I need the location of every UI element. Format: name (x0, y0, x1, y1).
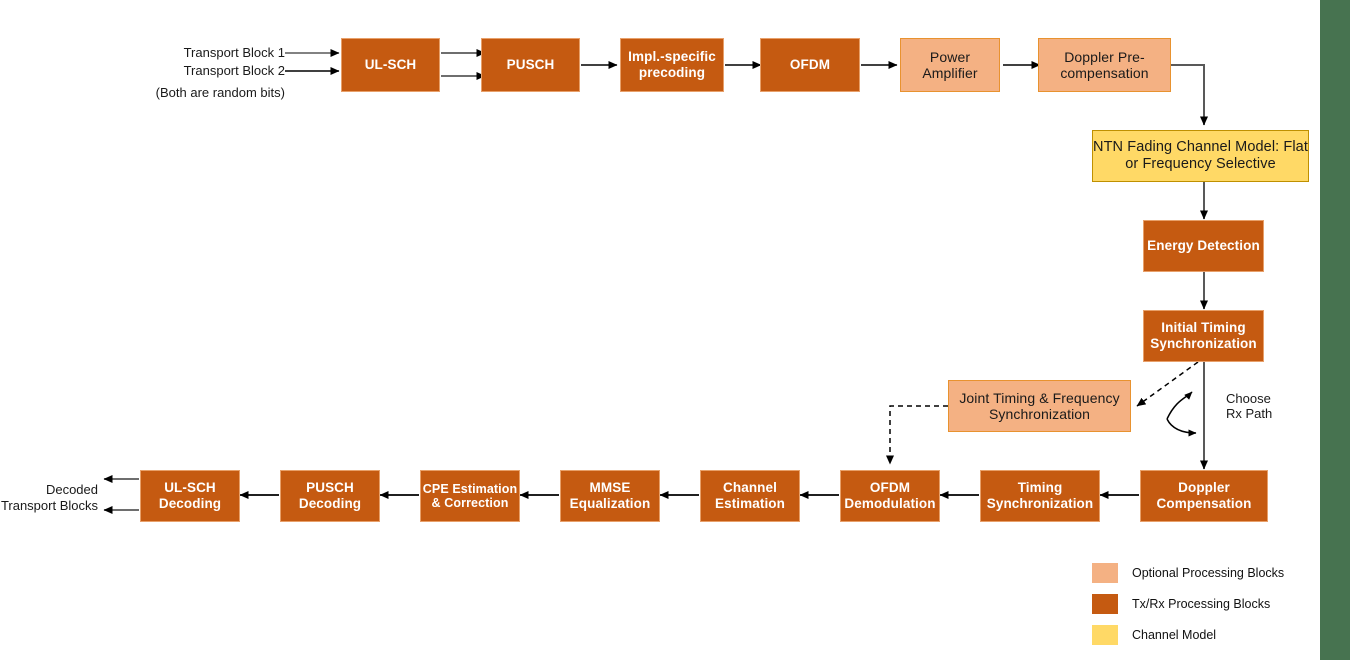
decoded-output-label-line1: Decoded (45, 482, 98, 497)
block-pusch[interactable]: PUSCH (481, 38, 580, 92)
transport-block-1-label: Transport Block 1 (183, 45, 285, 60)
legend-swatch-optional-icon (1092, 563, 1118, 583)
block-impl-specific-precoding[interactable]: Impl.-specific precoding (620, 38, 724, 92)
choose-rx-path-label-line1: Choose (1226, 391, 1271, 406)
choose-rx-path-curved-arrow-2 (1166, 418, 1197, 437)
block-energy-detection[interactable]: Energy Detection (1143, 220, 1264, 272)
legend-swatch-channel-icon (1092, 625, 1118, 645)
block-channel-estimation[interactable]: Channel Estimation (700, 470, 800, 522)
block-cpe-estimation-correction[interactable]: CPE Estimation & Correction (420, 470, 520, 522)
block-doppler-compensation[interactable]: Doppler Compensation (1140, 470, 1268, 522)
wire-joint-sync-to-ofdm-demod-dashed (886, 405, 948, 465)
block-mmse-equalization[interactable]: MMSE Equalization (560, 470, 660, 522)
right-edge-band (1320, 0, 1350, 660)
block-ul-sch-decoding[interactable]: UL-SCH Decoding (140, 470, 240, 522)
legend-label-optional: Optional Processing Blocks (1132, 566, 1285, 580)
wire-initial-timing-to-joint-sync-dashed (1136, 361, 1199, 407)
legend-label-channel: Channel Model (1132, 628, 1217, 642)
block-initial-timing-synchronization[interactable]: Initial Timing Synchronization (1143, 310, 1264, 362)
block-timing-synchronization[interactable]: Timing Synchronization (980, 470, 1100, 522)
legend-item-processing: Tx/Rx Processing Blocks (1092, 591, 1284, 617)
legend-item-optional: Optional Processing Blocks (1092, 560, 1284, 586)
block-power-amplifier[interactable]: Power Amplifier (900, 38, 1000, 92)
block-ofdm[interactable]: OFDM (760, 38, 860, 92)
wire-doppler-precomp-to-ntn (1171, 64, 1208, 126)
transport-block-note-label: (Both are random bits) (155, 85, 285, 100)
block-doppler-pre-compensation[interactable]: Doppler Pre-compensation (1038, 38, 1171, 92)
legend: Optional Processing Blocks Tx/Rx Process… (1092, 560, 1284, 653)
choose-rx-path-curved-arrow (1166, 391, 1193, 420)
choose-rx-path-label-line2: Rx Path (1226, 406, 1273, 421)
decoded-output-label-line2: Transport Blocks (0, 498, 98, 513)
block-ul-sch[interactable]: UL-SCH (341, 38, 440, 92)
legend-swatch-processing-icon (1092, 594, 1118, 614)
block-ntn-fading-channel-model[interactable]: NTN Fading Channel Model: Flat or Freque… (1092, 130, 1309, 182)
block-pusch-decoding[interactable]: PUSCH Decoding (280, 470, 380, 522)
legend-label-processing: Tx/Rx Processing Blocks (1132, 597, 1271, 611)
transport-block-2-label: Transport Block 2 (183, 63, 285, 78)
block-ofdm-demodulation[interactable]: OFDM Demodulation (840, 470, 940, 522)
block-joint-timing-frequency-synchronization[interactable]: Joint Timing & Frequency Synchronization (948, 380, 1131, 432)
legend-item-channel: Channel Model (1092, 622, 1284, 648)
